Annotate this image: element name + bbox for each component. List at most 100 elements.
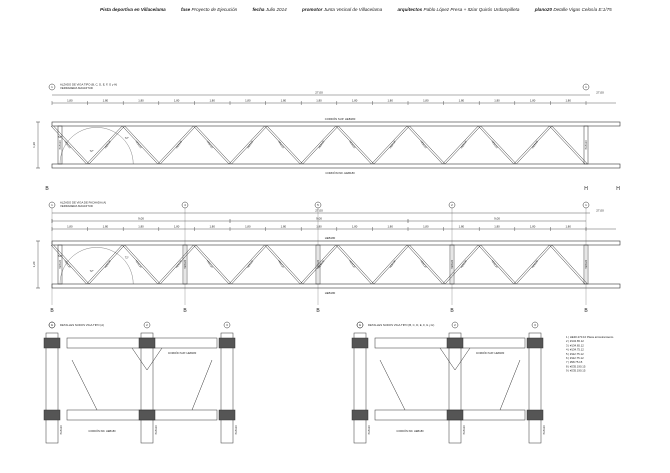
- module-dimension: 1,80: [174, 99, 180, 103]
- post-label: HEB120: [155, 425, 158, 435]
- diagonal-member: [146, 347, 163, 371]
- post-member: [583, 125, 589, 165]
- arquitectos-field: arquitectos Pablo López Presa + Itziar Q…: [397, 7, 520, 12]
- post-label: HEB120: [317, 259, 320, 269]
- bottom-chord-label: CORDÓN INF. HEB180: [396, 428, 424, 433]
- post-label: HEB120: [184, 259, 187, 269]
- detail-title: DETALLES NUDOS VIGA TIPO (A): [60, 323, 104, 327]
- diagonal-member: [264, 125, 301, 165]
- top-chord-label: CORDÓN SUP. HEB180: [325, 116, 356, 121]
- diagonal-member: [513, 244, 550, 285]
- module-dimension: 1,80: [174, 225, 180, 229]
- diagonal-member: [88, 244, 125, 285]
- axis-bubble: [48, 83, 56, 91]
- diagonal-member: [406, 244, 443, 285]
- diagonal-member: [195, 244, 232, 285]
- diagonal-member: [499, 359, 521, 411]
- diagonal-member: [516, 244, 553, 285]
- diagonal-member: [409, 125, 446, 165]
- diagonal-label: HEB120: [104, 140, 112, 150]
- elevation-title: ALZADO DE VIGA TIPO (B, C, D, E, F, G y …: [60, 83, 117, 87]
- diagonal-label: HEB120: [206, 260, 214, 270]
- diagonal-member: [266, 125, 303, 165]
- module-dimension: 1,80: [530, 225, 536, 229]
- height-dimension: 1,20: [32, 142, 36, 148]
- post-label: HEB120: [585, 259, 588, 269]
- axis-label: 1: [359, 323, 361, 327]
- diagonal-member: [549, 244, 586, 285]
- diagonal-member: [406, 125, 443, 165]
- diagonal-member: [478, 244, 514, 285]
- diagonal-member: [444, 244, 481, 285]
- diagonal-label: HEB120: [277, 260, 285, 270]
- diagonal-member: [53, 244, 90, 285]
- legend-item: 3 | #134.65.12: [566, 343, 584, 347]
- axis-label: 2: [451, 203, 453, 207]
- diagonal-member: [71, 359, 98, 411]
- diagonal-member: [195, 125, 232, 165]
- module-dimension: 1,80: [245, 99, 251, 103]
- module-dimension: 1,80: [103, 99, 109, 103]
- top-chord: [66, 337, 218, 349]
- diagonal-member: [480, 244, 517, 285]
- diagonal-label: HEB120: [318, 259, 326, 269]
- diagonal-member: [335, 125, 372, 165]
- bottom-chord-label: CORDÓN INF. HEB180: [88, 428, 116, 433]
- diagonal-member: [228, 125, 265, 165]
- diagonal-member: [444, 125, 481, 165]
- node-column: [448, 332, 462, 444]
- bay-dimension: 9,00: [138, 217, 144, 221]
- diagonal-label: HEB120: [175, 259, 183, 269]
- angle-label: 72°: [90, 269, 94, 273]
- diagonal-label: HEB120: [63, 140, 71, 150]
- axis-label: 4: [184, 203, 186, 207]
- diagonal-member: [480, 125, 517, 165]
- module-dimension: 1,80: [103, 225, 109, 229]
- module-dimension: 1,80: [209, 99, 215, 103]
- diagonal-label: HEB120: [175, 140, 183, 150]
- module-dimension: 1,80: [281, 225, 287, 229]
- fase-field: fase Proyecto de Ejecución: [180, 7, 238, 12]
- node-column: [45, 332, 59, 444]
- diagonal-member: [442, 244, 479, 285]
- axis-bubble: [531, 321, 539, 329]
- diagonal-member: [50, 244, 87, 285]
- diagonal-member: [228, 244, 265, 285]
- diagonal-member: [86, 125, 123, 165]
- axis-label: 5: [317, 203, 319, 207]
- node-column: [353, 332, 367, 444]
- module-dimension: 1,80: [316, 225, 322, 229]
- diagonal-member: [88, 125, 125, 165]
- axis-label: 1: [359, 323, 361, 327]
- diagonal-member: [160, 244, 197, 285]
- post-label: HEB120: [368, 425, 371, 435]
- module-dimension: 1,80: [209, 225, 215, 229]
- diagonal-label: HEB120: [135, 140, 143, 150]
- legend-item: 1 | HE30.270.10 Placa arriostramiento: [566, 335, 614, 339]
- diagonal-member: [551, 125, 588, 165]
- diagonal-member: [231, 244, 268, 285]
- diagonal-label: HEB120: [206, 140, 214, 150]
- diagonal-member: [53, 125, 90, 165]
- diagonal-member: [379, 359, 406, 411]
- top-chord-label: HEB180: [325, 236, 336, 240]
- module-dimension: 1,80: [138, 99, 144, 103]
- bottom-node-plate: [138, 409, 156, 421]
- diagonal-label: HEB120: [277, 140, 285, 150]
- bay-dimension: 9,00: [316, 217, 322, 221]
- diagonal-member: [193, 244, 230, 285]
- top-node-plate: [218, 337, 236, 349]
- axis-label: 1: [51, 203, 53, 207]
- node-column: [220, 332, 234, 444]
- axis-bubble: [451, 321, 459, 329]
- legend-item: 5 | #112.75.12: [566, 352, 584, 356]
- diagonal-member: [86, 244, 123, 285]
- diagonal-label: HEB120: [348, 140, 356, 150]
- module-dimension: 1,80: [494, 99, 500, 103]
- top-node-plate: [526, 337, 544, 349]
- diagonal-label: HEB120: [247, 140, 255, 150]
- legend-item: 2 | #134.65.12: [566, 339, 584, 343]
- diagonal-member: [131, 347, 148, 371]
- diagonal-member: [193, 125, 230, 165]
